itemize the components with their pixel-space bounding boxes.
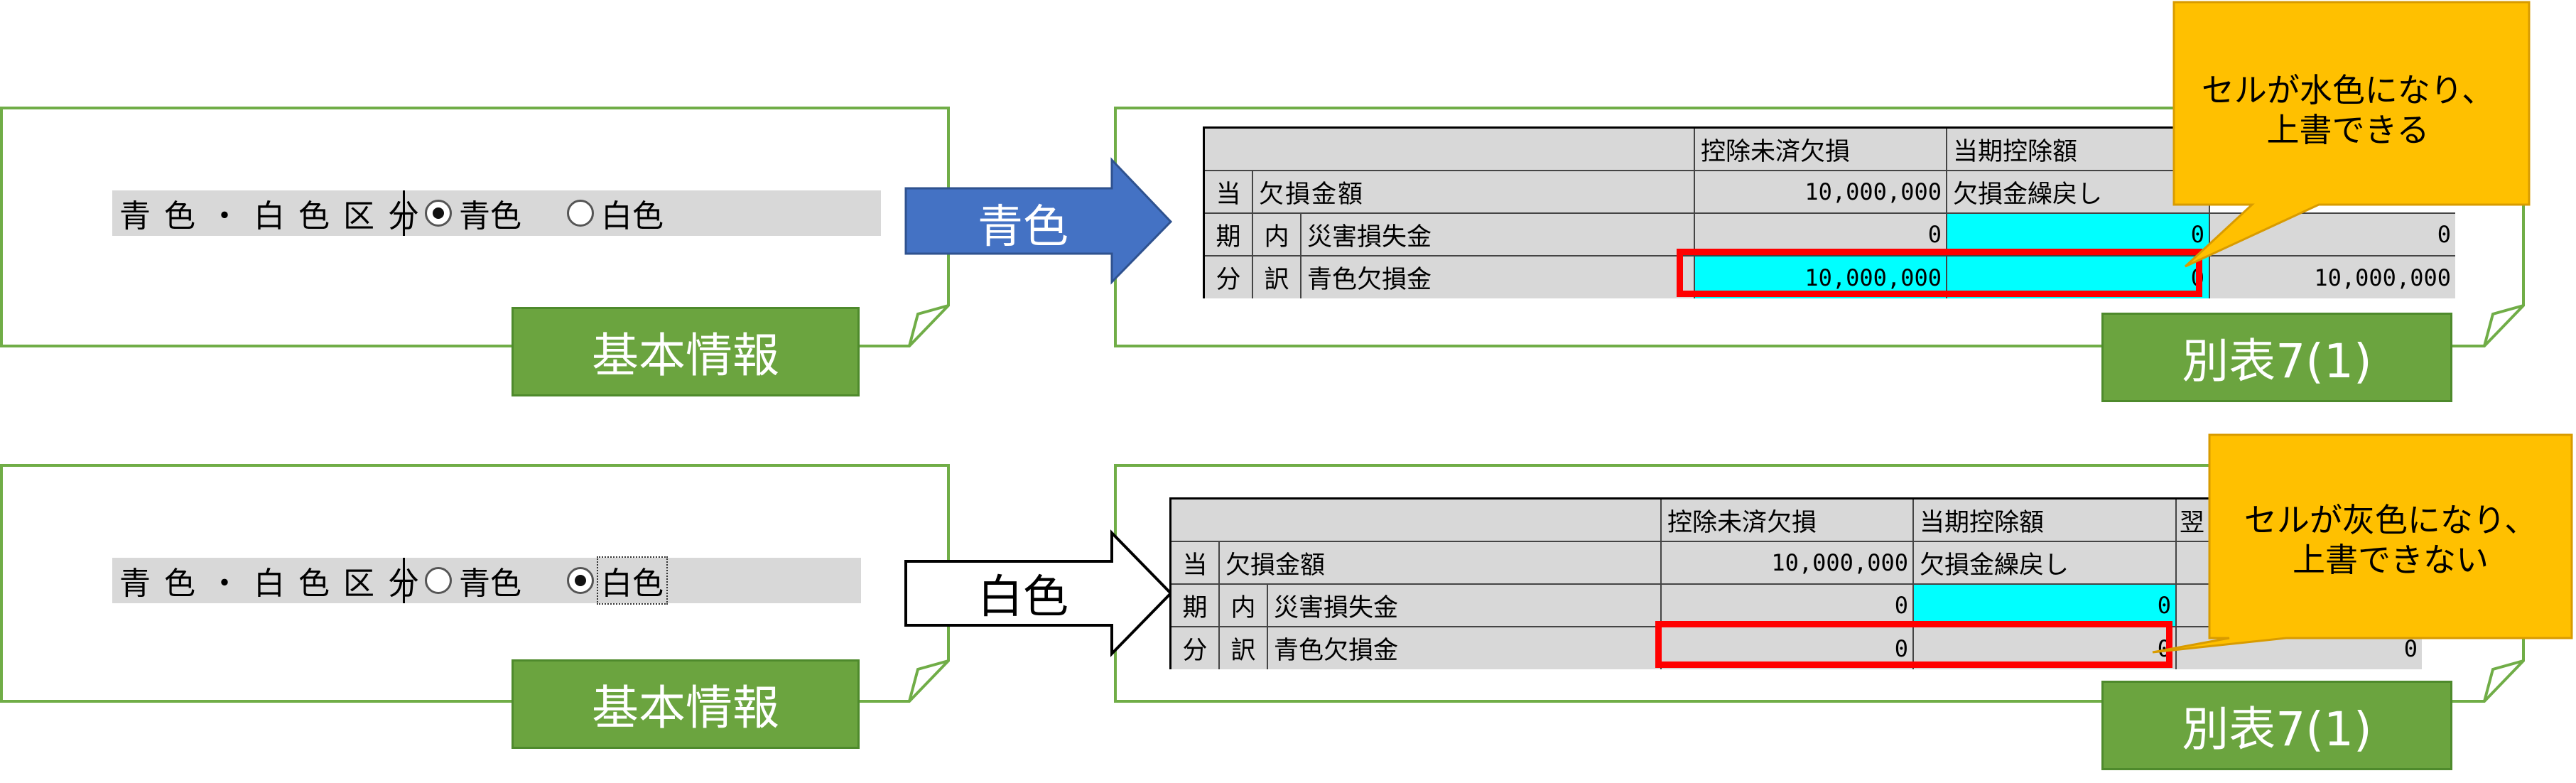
radio-selected-dot <box>433 207 444 219</box>
row-label: 災害損失金 <box>1268 585 1662 627</box>
kihon-tag-top: 基本情報 <box>512 307 860 396</box>
radio-button-icon[interactable] <box>425 200 452 227</box>
header-blank <box>1171 500 1662 542</box>
beppyo-tag-top: 別表7(1) <box>2101 313 2452 402</box>
side-label: 当 <box>1171 542 1220 585</box>
sub-header: 欠損金繰戻し <box>1914 542 2177 585</box>
white-arrow <box>904 529 1173 657</box>
editable-cell[interactable]: 0 <box>1914 585 2177 627</box>
beppyo-tag-bottom: 別表7(1) <box>2101 681 2452 770</box>
classification-label: 青色・白色区分 <box>112 558 419 603</box>
col-header: 当期控除額 <box>1947 129 2210 171</box>
radio-button-icon[interactable] <box>425 567 452 594</box>
classification-label: 青色・白色区分 <box>112 190 419 236</box>
sub-header: 欠損金繰戻し <box>1947 171 2210 214</box>
highlight-frame-top <box>1677 249 2202 297</box>
row-label: 災害損失金 <box>1301 214 1695 256</box>
radio-button-icon[interactable] <box>567 200 594 227</box>
radio-white-bottom[interactable]: 白色 <box>567 556 668 605</box>
side-label: 分 <box>1171 627 1220 669</box>
inner-label: 内 <box>1220 585 1268 627</box>
callout-text-bottom: セルが灰色になり、上書できない <box>2244 500 2538 579</box>
kihon-tag-bottom: 基本情報 <box>512 659 860 749</box>
radio-label: 青色 <box>459 198 521 234</box>
radio-blue-top[interactable]: 青色 <box>425 190 524 236</box>
row-label: 青色欠損金 <box>1301 256 1695 298</box>
radio-label: 白色 <box>601 198 664 234</box>
inner-label: 訳 <box>1220 627 1268 669</box>
radio-button-icon[interactable] <box>567 567 594 594</box>
value-cell: 0 <box>1662 585 1914 627</box>
value-cell: 10,000,000 <box>2210 256 2455 298</box>
value-cell: 10,000,000 <box>1662 542 1914 585</box>
side-label: 期 <box>1171 585 1220 627</box>
side-label: 期 <box>1205 214 1253 256</box>
header-blank <box>1205 129 1695 171</box>
side-label: 当 <box>1205 171 1253 214</box>
radio-selected-dot <box>575 575 586 586</box>
radio-blue-bottom[interactable]: 青色 <box>425 558 524 603</box>
side-label: 分 <box>1205 256 1253 298</box>
arrow-label-white: 白色 <box>978 571 1068 624</box>
col-header: 控除未済欠損 <box>1662 500 1914 542</box>
row-label: 欠損金額 <box>1220 542 1662 585</box>
classification-row-top: 青色・白色区分 青色 白色 <box>112 190 881 236</box>
radio-label: 青色 <box>459 566 521 602</box>
col-header: 当期控除額 <box>1914 500 2177 542</box>
radio-white-top[interactable]: 白色 <box>567 190 666 236</box>
inner-label: 訳 <box>1253 256 1301 298</box>
arrow-label-blue: 青色 <box>978 201 1068 254</box>
col-header: 控除未済欠損 <box>1695 129 1947 171</box>
value-cell: 10,000,000 <box>1695 171 1947 214</box>
radio-label: 白色 <box>597 556 668 605</box>
blue-arrow <box>904 157 1173 285</box>
callout-text-top: セルが水色になり、上書できる <box>2201 70 2495 149</box>
row-label: 欠損金額 <box>1253 171 1695 214</box>
classification-row-bottom: 青色・白色区分 青色 白色 <box>112 556 861 605</box>
highlight-frame-bottom <box>1655 621 2172 668</box>
inner-label: 内 <box>1253 214 1301 256</box>
